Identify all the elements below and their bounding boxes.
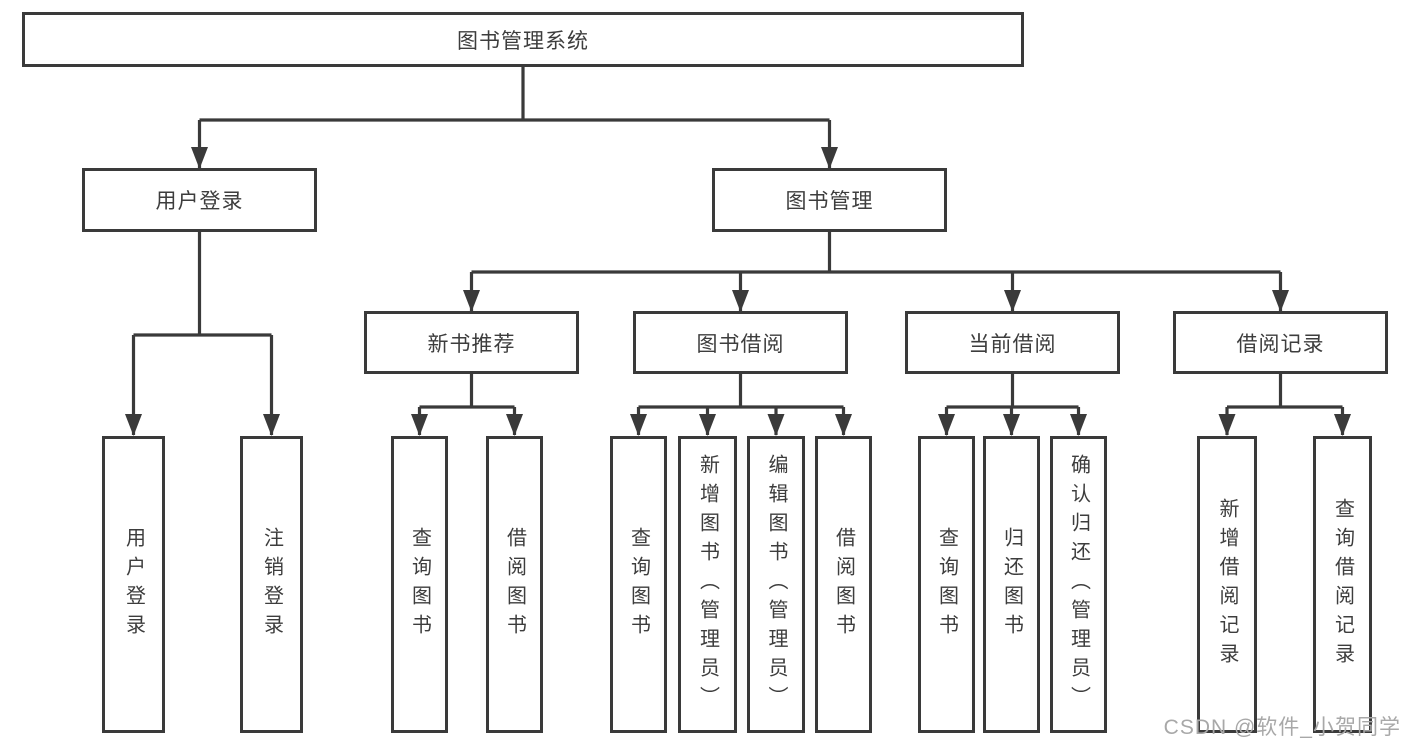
node-label: 用户登录 — [155, 190, 244, 213]
node-label: 新书推荐 — [427, 332, 516, 356]
leaf-logout: 注销登录 — [240, 436, 303, 733]
node-label: 确认归还（管理员） — [1067, 454, 1090, 715]
node-book-borrowing: 图书借阅 — [633, 311, 848, 374]
node-user-login: 用户登录 — [82, 168, 317, 232]
node-label: 查询图书 — [627, 526, 650, 643]
node-label: 新增借阅记录 — [1216, 497, 1238, 672]
leaf-query-books-recommend: 查询图书 — [391, 436, 448, 733]
node-label: 查询借阅记录 — [1331, 497, 1354, 672]
leaf-user-login: 用户登录 — [102, 436, 165, 733]
leaf-query-borrow-record: 查询借阅记录 — [1313, 436, 1372, 733]
node-new-book-recommendation: 新书推荐 — [364, 311, 579, 374]
leaf-return-books: 归还图书 — [983, 436, 1040, 733]
node-label: 图书管理 — [785, 190, 874, 213]
node-label: 借阅记录 — [1236, 332, 1325, 356]
node-label: 编辑图书（管理员） — [765, 454, 787, 715]
node-label: 借阅图书 — [503, 526, 526, 643]
node-label: 当前借阅 — [968, 332, 1057, 356]
node-label: 注销登录 — [260, 526, 283, 643]
node-label: 查询图书 — [408, 526, 431, 643]
leaf-borrow-books-borrowing: 借阅图书 — [815, 436, 872, 733]
node-label: 图书管理系统 — [457, 29, 589, 53]
node-library-management-system: 图书管理系统 — [22, 12, 1024, 67]
node-label: 用户登录 — [122, 526, 145, 643]
node-book-management: 图书管理 — [712, 168, 947, 232]
leaf-query-books-current: 查询图书 — [918, 436, 975, 733]
csdn-watermark: CSDN @软件_小贺同学 — [1163, 716, 1401, 739]
leaf-add-borrow-record: 新增借阅记录 — [1197, 436, 1257, 733]
node-label: 图书借阅 — [696, 332, 785, 356]
leaf-borrow-books-recommend: 借阅图书 — [486, 436, 543, 733]
node-current-borrowing: 当前借阅 — [905, 311, 1120, 374]
node-borrowing-records: 借阅记录 — [1173, 311, 1388, 374]
leaf-confirm-return-admin: 确认归还（管理员） — [1050, 436, 1107, 733]
node-label: 借阅图书 — [832, 526, 855, 643]
node-label: 查询图书 — [935, 526, 958, 643]
leaf-query-books-borrowing: 查询图书 — [610, 436, 667, 733]
leaf-add-books-admin: 新增图书（管理员） — [678, 436, 737, 733]
leaf-edit-books-admin: 编辑图书（管理员） — [747, 436, 805, 733]
node-label: 新增图书（管理员） — [696, 454, 719, 715]
node-label: 归还图书 — [1000, 526, 1023, 643]
